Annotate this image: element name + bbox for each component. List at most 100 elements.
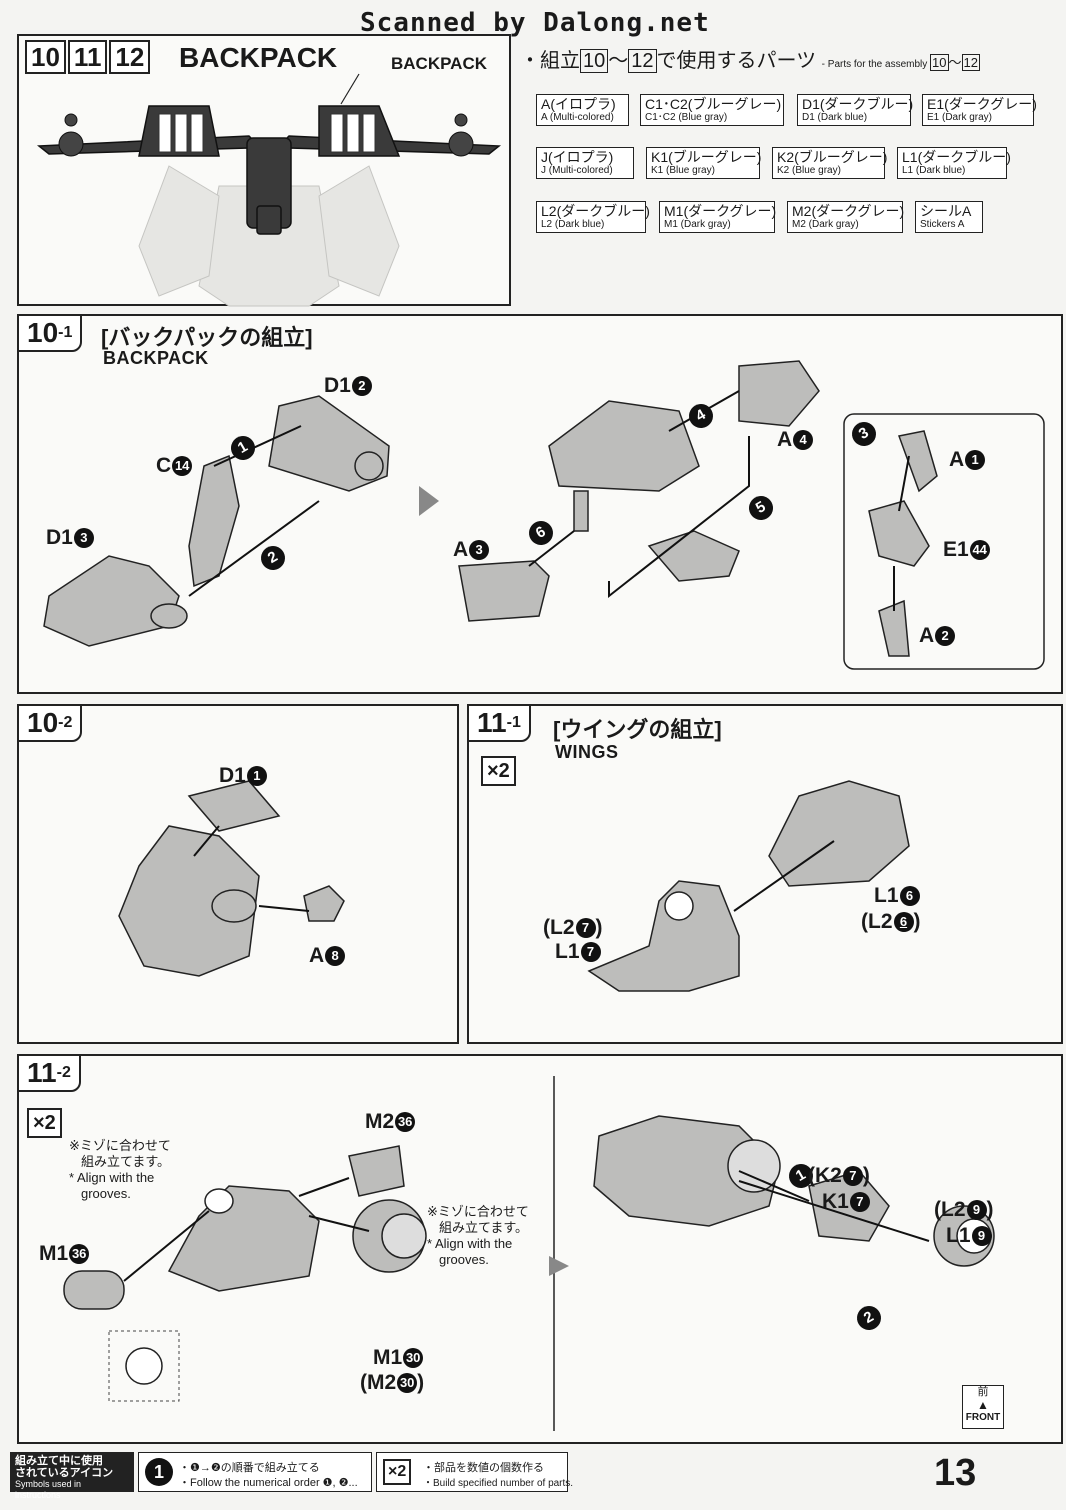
- footer-legend-label: 組み立て中に使用 されているアイコン Symbols used in instr…: [10, 1452, 134, 1500]
- part-name: E1: [943, 538, 969, 561]
- parts-title-to: 12: [628, 49, 657, 73]
- order-en: ・Follow the numerical order ❶, ❷...: [179, 1477, 358, 1489]
- watermark: Scanned by Dalong.net: [360, 8, 710, 38]
- step-11-2-number: 11-2: [17, 1054, 81, 1092]
- note-en-line2: grooves.: [439, 1252, 489, 1267]
- part-chip-en: K2 (Blue gray): [777, 165, 841, 176]
- part-num: 2: [351, 376, 372, 397]
- part-chip-jp: L2(ダークブルー): [541, 203, 650, 219]
- part-num: 8: [325, 946, 346, 967]
- part-num: 1: [246, 766, 267, 787]
- part-num: 7: [575, 918, 596, 939]
- part-name: (L2: [934, 1198, 966, 1221]
- step-11-1-title-jp: [ウイングの組立]: [553, 717, 722, 742]
- part-name: A: [453, 538, 469, 561]
- groove-note-right: ※ミゾに合わせて 組み立てます。 * Align with the groove…: [427, 1204, 529, 1268]
- multiplier-icon: ×2: [383, 1459, 412, 1485]
- step-sub: -1: [58, 324, 73, 341]
- part-name: M1: [39, 1242, 69, 1265]
- step-10-2-number: 10-2: [17, 704, 83, 742]
- part-name: L1: [874, 884, 899, 907]
- header-panel: 10 11 12 BACKPACK BACKPACK: [17, 34, 511, 307]
- part-chip-jp: M2(ダークグレー): [792, 203, 905, 219]
- parts-title-suffix: で使用するパーツ: [656, 50, 817, 72]
- part-chip-e1: E1(ダークグレー) E1 (Dark gray): [922, 94, 1037, 126]
- parts-title-en: - Parts for the assembly 10〜12: [821, 54, 980, 71]
- part-num: 7: [849, 1192, 870, 1213]
- part-num: 9: [971, 1226, 992, 1247]
- part-name: (M2: [360, 1371, 397, 1394]
- part-chip-d1: D1(ダークブルー) D1 (Dark blue): [797, 94, 913, 126]
- part-chip-a: A(イロプラ) A (Multi-colored): [536, 94, 629, 126]
- part-num: 3: [469, 540, 490, 561]
- front-indicator: 前 ▲ FRONT: [962, 1385, 1004, 1429]
- multiplier-badge: ×2: [27, 1108, 62, 1138]
- part-chip-en: L2 (Dark blue): [541, 219, 605, 230]
- note-jp-line2: 組み立てます。: [439, 1220, 529, 1235]
- part-chip-jp: L1(ダークブルー): [902, 149, 1011, 165]
- part-num: 2: [935, 626, 956, 647]
- part-num: 1: [965, 450, 986, 471]
- part-name: D1: [219, 764, 246, 787]
- front-jp: 前: [977, 1386, 989, 1398]
- part-num: 30: [403, 1348, 424, 1369]
- step-10-1-title-jp: [バックパックの組立]: [101, 325, 313, 350]
- part-chip-en: M1 (Dark gray): [664, 219, 731, 230]
- footer-order-legend: 1 ・❶→❷の順番で組み立てる ・Follow the numerical or…: [138, 1452, 372, 1492]
- multiplier-badge: ×2: [481, 756, 516, 786]
- part-chip-en: K1 (Blue gray): [651, 165, 715, 176]
- step-number: 10: [25, 40, 66, 74]
- part-name: A: [949, 448, 965, 471]
- part-close: ): [595, 916, 603, 939]
- part-close: ): [862, 1164, 870, 1187]
- part-chip-en: D1 (Dark blue): [802, 112, 868, 123]
- part-num: 36: [395, 1112, 416, 1133]
- part-num: 14: [172, 456, 193, 477]
- part-name: K1: [822, 1190, 849, 1213]
- part-num: 36: [69, 1244, 90, 1265]
- parts-title-en-prefix: - Parts for the assembly: [821, 59, 928, 70]
- part-name: (L2: [861, 910, 893, 933]
- parts-title-en-from: 10: [930, 54, 949, 71]
- part-chip-en: Stickers A: [920, 219, 965, 230]
- step-sub: -2: [58, 714, 73, 731]
- part-chip-en: M2 (Dark gray): [792, 219, 859, 230]
- parts-title-en-sep: 〜: [948, 55, 962, 70]
- part-chip-jp: シールA: [920, 203, 972, 219]
- parts-title-prefix: ・組立: [520, 50, 580, 72]
- part-num: 6: [893, 912, 914, 933]
- step-11-1-title-en: WINGS: [555, 742, 619, 762]
- part-chip-en: J (Multi-colored): [541, 165, 613, 176]
- parts-title-en-to: 12: [961, 54, 980, 71]
- part-num: 4: [793, 430, 814, 451]
- part-name: A: [919, 624, 935, 647]
- part-chip-jp: A(イロプラ): [541, 96, 616, 112]
- part-num: 7: [580, 942, 601, 963]
- parts-title-sep: 〜: [608, 50, 629, 72]
- part-chip-sticker-a: シールA Stickers A: [915, 201, 983, 233]
- part-name: M1: [373, 1346, 403, 1369]
- part-chip-jp: E1(ダークグレー): [927, 96, 1037, 112]
- step-11-1-number: 11-1: [467, 704, 531, 742]
- step-number: 11: [67, 40, 108, 74]
- footer-multiplier-legend: ×2 ・部品を数値の個数作る ・Build specified number o…: [376, 1452, 573, 1492]
- part-name: A: [309, 944, 325, 967]
- step-10-1-number: 10-1: [17, 314, 83, 352]
- front-en: FRONT: [965, 1412, 1001, 1423]
- step-range: 10 11 12: [25, 40, 152, 74]
- step-10-2-illustration: [118, 780, 345, 977]
